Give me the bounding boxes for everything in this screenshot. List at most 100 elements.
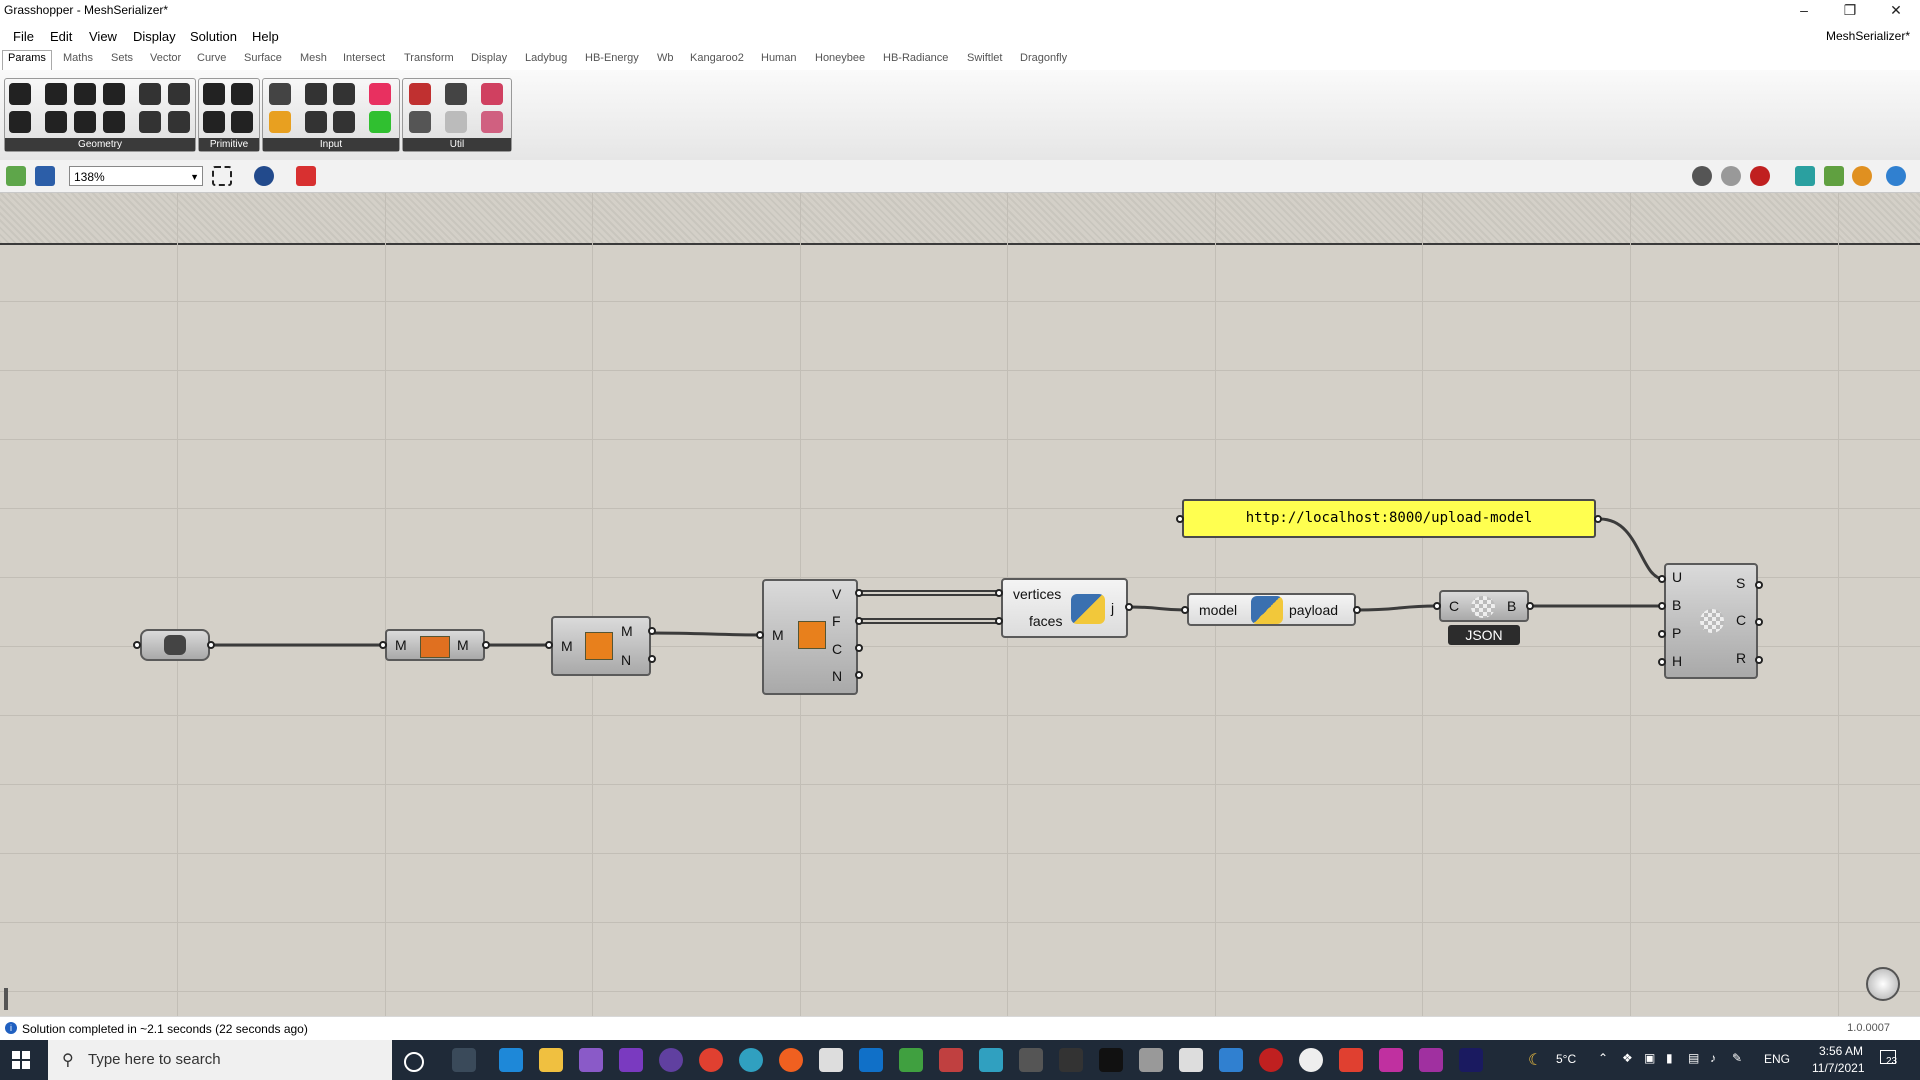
vivaldi-icon[interactable] bbox=[1259, 1048, 1283, 1072]
gradient-icon[interactable] bbox=[269, 111, 291, 133]
restore-button[interactable]: ❐ bbox=[1843, 2, 1857, 18]
tray-chevron-icon[interactable]: ⌃ bbox=[1598, 1051, 1609, 1065]
battery-icon[interactable]: ▮ bbox=[1666, 1051, 1673, 1065]
task-view-icon[interactable] bbox=[452, 1048, 476, 1072]
network-icon[interactable]: ▤ bbox=[1688, 1051, 1700, 1065]
python-script-component[interactable]: vertices faces j bbox=[1001, 578, 1128, 638]
language-indicator[interactable]: ENG bbox=[1764, 1052, 1791, 1066]
output-grip[interactable] bbox=[1526, 602, 1534, 610]
file-explorer-icon[interactable] bbox=[539, 1048, 563, 1072]
tab-intersect[interactable]: Intersect bbox=[343, 52, 386, 64]
illustrator-icon[interactable] bbox=[899, 1048, 923, 1072]
input-grip[interactable] bbox=[1433, 602, 1441, 610]
tab-sets[interactable]: Sets bbox=[111, 52, 134, 64]
tab-mesh[interactable]: Mesh bbox=[300, 52, 327, 64]
teams-icon[interactable] bbox=[1379, 1048, 1403, 1072]
unreal-icon[interactable] bbox=[1299, 1048, 1323, 1072]
tab-surface[interactable]: Surface bbox=[244, 52, 282, 64]
mesh-join-component[interactable]: M M bbox=[385, 629, 485, 661]
plane-param-icon[interactable] bbox=[74, 111, 96, 133]
rhino-7-icon[interactable] bbox=[1139, 1048, 1163, 1072]
cherry-picker-icon[interactable] bbox=[409, 83, 431, 105]
curve-param-icon[interactable] bbox=[103, 83, 125, 105]
weather-moon-icon[interactable]: ☾ bbox=[1528, 1052, 1543, 1069]
grasshopper-icon[interactable] bbox=[1179, 1048, 1203, 1072]
menu-view[interactable]: View bbox=[89, 29, 117, 44]
input-grip[interactable] bbox=[1658, 602, 1666, 610]
unify-normals-component[interactable]: M M N bbox=[551, 616, 651, 676]
monitor-icon[interactable] bbox=[1019, 1048, 1043, 1072]
arrow-outline-icon[interactable] bbox=[445, 111, 467, 133]
tab-maths[interactable]: Maths bbox=[63, 52, 93, 64]
sketch-pen-icon[interactable] bbox=[296, 166, 316, 186]
input-grip[interactable] bbox=[995, 589, 1003, 597]
preview-selected-icon[interactable] bbox=[1750, 166, 1770, 186]
surface-param-icon[interactable] bbox=[103, 111, 125, 133]
toggle-icon[interactable] bbox=[305, 111, 327, 133]
menu-help[interactable]: Help bbox=[252, 29, 279, 44]
tab-human[interactable]: Human bbox=[761, 52, 797, 64]
menu-display[interactable]: Display bbox=[133, 29, 176, 44]
tab-hb-energy[interactable]: HB-Energy bbox=[585, 52, 639, 64]
notification-icon[interactable] bbox=[1880, 1050, 1896, 1064]
cortana-icon[interactable] bbox=[404, 1052, 424, 1072]
input-grip[interactable] bbox=[1658, 575, 1666, 583]
point-param-icon[interactable] bbox=[9, 83, 31, 105]
mesh-param-component[interactable] bbox=[140, 629, 210, 661]
pencil-icon[interactable] bbox=[939, 1048, 963, 1072]
windows-start-icon[interactable] bbox=[12, 1051, 30, 1069]
tab-wb[interactable]: Wb bbox=[657, 52, 674, 64]
tab-honeybee[interactable]: Honeybee bbox=[815, 52, 866, 64]
text-param-icon[interactable] bbox=[231, 111, 253, 133]
zoom-extents-icon[interactable] bbox=[212, 166, 232, 186]
tab-swiftlet[interactable]: Swiftlet bbox=[967, 52, 1003, 64]
open-icon[interactable] bbox=[6, 166, 26, 186]
output-grip[interactable] bbox=[855, 589, 863, 597]
screen-icon[interactable]: ▣ bbox=[1644, 1051, 1656, 1065]
clock-date[interactable]: 11/7/2021 bbox=[1812, 1061, 1865, 1075]
input-grip[interactable] bbox=[1658, 658, 1666, 666]
swatch-icon[interactable] bbox=[369, 83, 391, 105]
taskbar-search[interactable]: ⚲ Type here to search bbox=[48, 1040, 392, 1080]
tab-curve[interactable]: Curve bbox=[197, 52, 227, 64]
button-icon[interactable] bbox=[305, 83, 327, 105]
outlook-icon[interactable] bbox=[859, 1048, 883, 1072]
input-grip[interactable] bbox=[995, 617, 1003, 625]
output-grip[interactable] bbox=[648, 627, 656, 635]
close-button[interactable]: ✕ bbox=[1890, 2, 1902, 18]
json-serializer-component[interactable]: C B bbox=[1439, 590, 1529, 622]
terminal-icon[interactable] bbox=[1059, 1048, 1083, 1072]
output-grip[interactable] bbox=[855, 671, 863, 679]
tab-params[interactable]: Params bbox=[2, 50, 52, 71]
premiere-icon[interactable] bbox=[1459, 1048, 1483, 1072]
vector-param-icon[interactable] bbox=[9, 111, 31, 133]
brep-param-icon[interactable] bbox=[139, 83, 161, 105]
output-grip[interactable] bbox=[1755, 618, 1763, 626]
color-picker-icon[interactable] bbox=[369, 111, 391, 133]
tree-icon[interactable] bbox=[409, 111, 431, 133]
zoom-dropdown[interactable]: 138% ▼ bbox=[69, 166, 203, 186]
tab-hb-radiance[interactable]: HB-Radiance bbox=[883, 52, 949, 64]
navigation-widget-icon[interactable] bbox=[1866, 967, 1900, 1001]
output-grip[interactable] bbox=[1125, 603, 1133, 611]
tab-vector[interactable]: Vector bbox=[150, 52, 182, 64]
http-request-component[interactable]: U B P H S C R bbox=[1664, 563, 1758, 679]
mesh-param-icon[interactable] bbox=[168, 83, 190, 105]
chrome-icon[interactable] bbox=[699, 1048, 723, 1072]
output-grip[interactable] bbox=[1353, 606, 1361, 614]
visual-studio-icon[interactable] bbox=[579, 1048, 603, 1072]
url-panel[interactable]: http://localhost:8000/upload-model bbox=[1182, 499, 1596, 538]
dropbox-icon[interactable]: ❖ bbox=[1622, 1051, 1633, 1065]
output-grip[interactable] bbox=[207, 641, 215, 649]
value-list-icon[interactable] bbox=[333, 111, 355, 133]
pen-icon[interactable]: ✎ bbox=[1732, 1051, 1743, 1065]
preview-eye-icon[interactable] bbox=[254, 166, 274, 186]
input-grip[interactable] bbox=[1176, 515, 1184, 523]
menu-file[interactable]: File bbox=[13, 29, 34, 44]
custom-preview-icon[interactable] bbox=[1852, 166, 1872, 186]
fitness-icon[interactable] bbox=[481, 83, 503, 105]
arrow-right-icon[interactable] bbox=[445, 83, 467, 105]
integer-param-icon[interactable] bbox=[203, 111, 225, 133]
tab-kangaroo2[interactable]: Kangaroo2 bbox=[690, 52, 744, 64]
window-icon[interactable] bbox=[1219, 1048, 1243, 1072]
